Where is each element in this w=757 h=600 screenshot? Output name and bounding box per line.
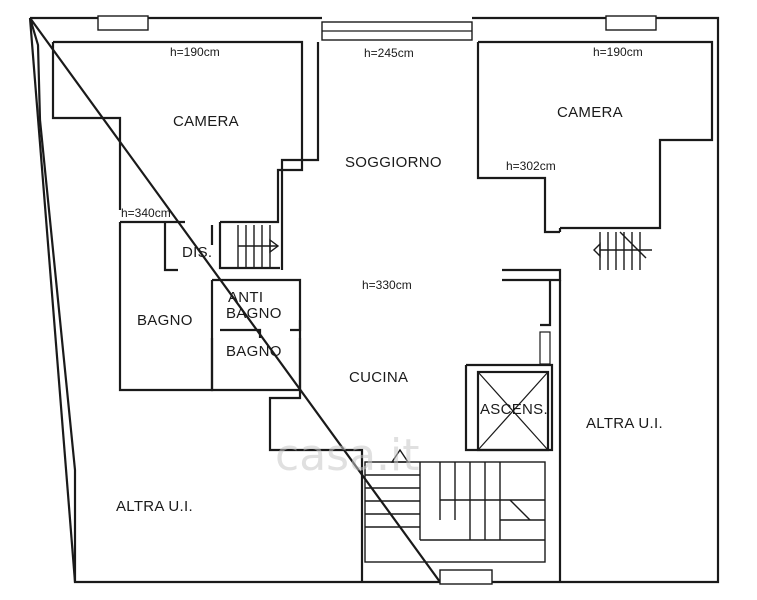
room-label-altra-left: ALTRA U.I.: [116, 498, 193, 515]
dis-walls: [210, 222, 280, 270]
elevator-shaft: [476, 370, 550, 452]
bottom-window: [439, 569, 493, 585]
room-label-camera-right: CAMERA: [557, 104, 623, 121]
outer-left-wall: [28, 17, 77, 583]
cucina-column: [539, 331, 551, 365]
height-left-mid: h=340cm: [121, 206, 171, 220]
elevator-cross-2: [477, 371, 549, 451]
watermark: casa.it: [275, 430, 420, 481]
room-label-ascens: ASCENS.: [480, 401, 548, 418]
room-label-bagno-left: BAGNO: [137, 312, 193, 329]
height-right-mid: h=302cm: [506, 159, 556, 173]
height-camera-right: h=190cm: [593, 45, 643, 59]
stairs-left: [237, 225, 280, 268]
room-label-anti-2: BAGNO: [226, 305, 282, 322]
stairs-right: [593, 231, 652, 270]
room-label-cucina: CUCINA: [349, 369, 408, 386]
stairs-main: [364, 448, 546, 563]
camera-right-walls: [478, 40, 714, 582]
room-label-dis: DIS.: [182, 244, 212, 261]
room-label-bagno-small: BAGNO: [226, 343, 282, 360]
soggiorno-walls: [280, 42, 562, 327]
outer-boundary: [28, 16, 720, 584]
height-soggiorno-top: h=245cm: [364, 46, 414, 60]
cucina-walls: [268, 320, 554, 582]
height-camera-left: h=190cm: [170, 45, 220, 59]
camera-left-walls: [51, 40, 304, 224]
top-right-window: [605, 15, 657, 31]
top-left-window: [97, 15, 149, 31]
bagno-left-walls: [118, 220, 214, 392]
room-label-anti-1: ANTI: [228, 289, 263, 306]
room-label-camera-left: CAMERA: [173, 113, 239, 130]
room-label-altra-right: ALTRA U.I.: [586, 415, 663, 432]
height-center: h=330cm: [362, 278, 412, 292]
room-label-soggiorno: SOGGIORNO: [345, 154, 442, 171]
